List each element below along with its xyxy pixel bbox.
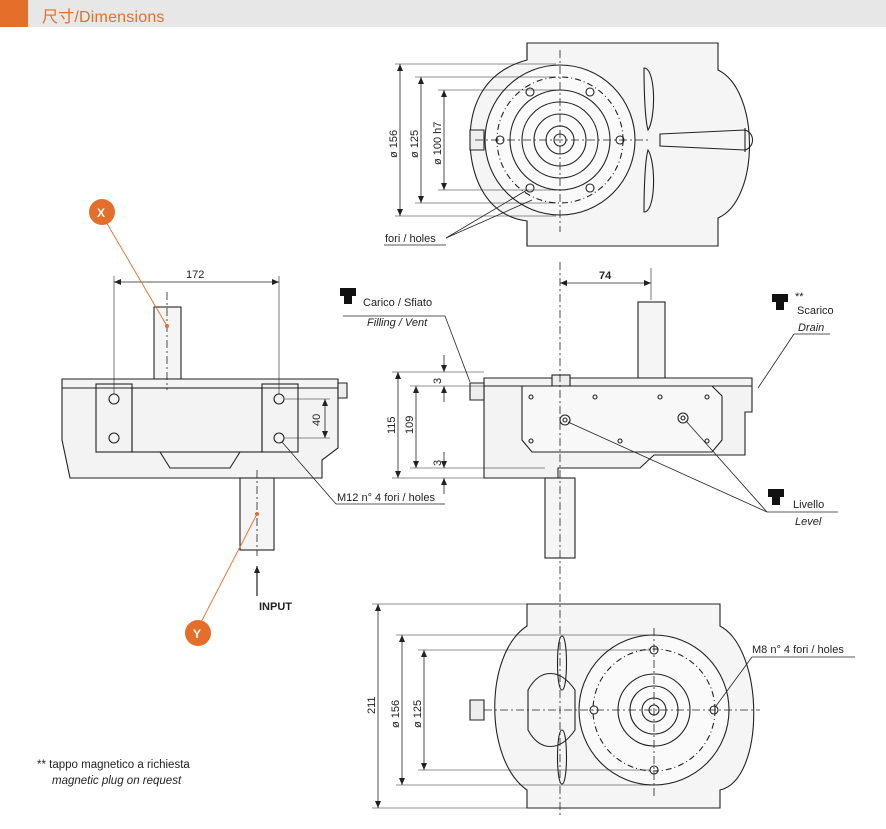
scarico-mark: ** (795, 291, 804, 303)
top-d125-label: ø 125 (409, 130, 421, 158)
bubble-x: X (89, 199, 115, 225)
carico-sfiato-label: Carico / Sfiato (363, 297, 432, 309)
bubble-y: Y (185, 620, 211, 646)
header-accent-bar (0, 0, 28, 27)
top-view (384, 42, 754, 247)
dim-74-label: 74 (599, 270, 612, 282)
m8-holes-label: M8 n° 4 fori / holes (752, 644, 844, 656)
top-d156-label: ø 156 (388, 130, 400, 158)
dim-3-bottom-label: 3 (432, 460, 444, 466)
dim-109-label: 109 (404, 416, 416, 434)
bottom-view (372, 594, 855, 816)
section-header: 尺寸/Dimensions (0, 0, 886, 27)
section-title: 尺寸/Dimensions (42, 9, 165, 26)
dim-40-label: 40 (311, 414, 323, 426)
dim-115-label: 115 (386, 416, 398, 434)
bot-d156-label: ø 156 (390, 700, 402, 728)
filling-vent-label: Filling / Vent (367, 317, 428, 329)
bot-211-label: 211 (366, 696, 378, 714)
level-label: Level (795, 516, 822, 528)
top-holes-label: fori / holes (385, 233, 436, 245)
left-front-view (61, 214, 445, 629)
drain-label: Drain (798, 322, 824, 334)
input-label: INPUT (259, 601, 292, 613)
magnetic-plug-note: ** tappo magnetico a richiesta (37, 759, 190, 771)
top-d100-label: ø 100 h7 (432, 122, 444, 165)
dim-3-top-label: 3 (432, 378, 444, 384)
right-side-view (340, 262, 838, 590)
magnetic-plug-note-en: magnetic plug on request (52, 775, 182, 787)
bubble-x-label: X (97, 206, 105, 220)
bot-d125-label: ø 125 (412, 700, 424, 728)
livello-label: Livello (793, 499, 824, 511)
bubble-y-label: Y (193, 627, 201, 641)
m12-holes-label: M12 n° 4 fori / holes (337, 492, 435, 504)
scarico-label: Scarico (797, 305, 834, 317)
dim-172-label: 172 (186, 269, 204, 281)
